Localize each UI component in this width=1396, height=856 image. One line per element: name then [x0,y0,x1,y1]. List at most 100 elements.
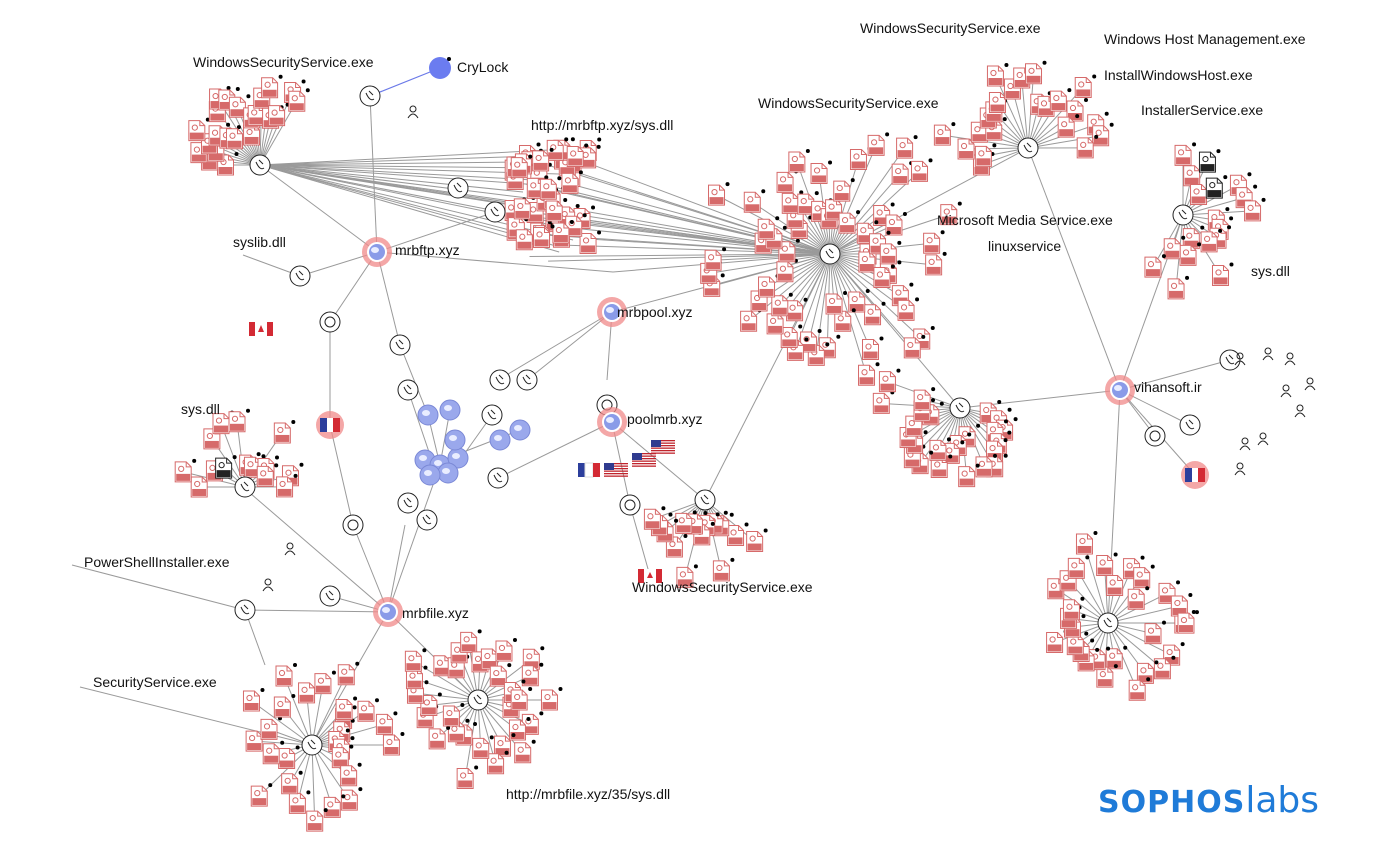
exe-file-icon[interactable] [1128,677,1151,701]
exe-file-icon[interactable] [878,368,901,393]
exe-file-icon[interactable] [712,557,735,582]
exe-file-icon[interactable] [930,454,953,478]
exe-file-icon[interactable] [335,696,358,720]
ico-file-icon[interactable] [1205,175,1228,199]
exe-file-icon[interactable] [565,213,587,237]
exe-file-icon[interactable] [323,794,346,818]
process-hub-icon[interactable] [447,177,469,199]
exe-file-icon[interactable] [891,161,914,185]
exe-file-icon[interactable] [897,297,920,321]
exe-file-icon[interactable] [533,224,555,248]
certificate-icon[interactable] [516,369,538,391]
exe-file-icon[interactable] [242,688,265,712]
zip-file-icon[interactable] [1167,275,1190,300]
france-flag-icon[interactable] [316,411,344,439]
exe-file-icon[interactable] [923,230,945,254]
zip-file-icon[interactable] [1211,262,1234,286]
exe-file-icon[interactable] [442,703,465,727]
process-hub-icon[interactable] [484,201,506,223]
domain-mrbftp[interactable] [362,237,392,267]
usa-flag-icon[interactable] [604,463,628,477]
exe-file-icon[interactable] [1075,530,1098,555]
exe-file-icon[interactable] [848,289,870,313]
ip-node-icon[interactable] [439,399,461,421]
exe-file-icon[interactable] [873,264,895,289]
exe-file-icon[interactable] [306,808,328,832]
exe-file-icon[interactable] [1153,655,1176,680]
zip-file-icon[interactable] [1144,254,1166,278]
zip-file-icon[interactable] [174,458,197,483]
exe-file-icon[interactable] [849,146,872,170]
ip-node-icon[interactable] [489,429,511,451]
exe-file-icon[interactable] [872,390,895,414]
exe-file-icon[interactable] [539,176,562,200]
exe-file-icon[interactable] [545,197,568,222]
exe-file-icon[interactable] [838,210,861,234]
domain-mrbpool[interactable] [597,297,627,327]
exe-file-icon[interactable] [929,437,951,461]
exe-file-icon[interactable] [514,739,536,764]
zip-file-icon[interactable] [228,408,251,433]
exe-file-icon[interactable] [940,201,962,226]
exe-file-icon[interactable] [1049,88,1072,112]
exe-file-icon[interactable] [896,135,918,159]
exe-file-icon[interactable] [521,662,544,687]
user-icon[interactable] [1257,432,1269,446]
exe-file-icon[interactable] [375,711,398,735]
exe-file-icon[interactable] [867,132,890,156]
exe-file-icon[interactable] [727,522,749,546]
exe-file-icon[interactable] [911,158,933,182]
exe-file-icon[interactable] [480,646,503,670]
exe-file-icon[interactable] [489,663,512,687]
user-icon[interactable] [1239,437,1251,451]
zip-file-icon[interactable] [1179,242,1202,266]
exe-file-icon[interactable] [858,362,880,386]
exe-file-icon[interactable] [552,220,574,244]
cycle-icon[interactable] [319,311,341,333]
exe-file-icon[interactable] [1096,552,1118,577]
user-icon[interactable] [262,578,274,592]
user-icon[interactable] [1284,352,1296,366]
exe-file-icon[interactable] [1105,645,1128,670]
exe-file-icon[interactable] [337,661,360,686]
user-icon[interactable] [407,105,419,119]
exe-file-icon[interactable] [404,648,427,672]
exe-file-icon[interactable] [974,143,997,167]
exe-file-icon[interactable] [913,387,936,411]
exe-file-icon[interactable] [540,687,563,711]
exe-file-icon[interactable] [420,692,442,716]
process-hub-icon[interactable] [949,397,971,419]
exe-file-icon[interactable] [382,732,405,756]
exe-file-icon[interactable] [340,787,363,811]
ip-node-icon[interactable] [437,462,459,484]
exe-file-icon[interactable] [786,297,808,322]
zip-file-icon[interactable] [1163,235,1186,260]
exe-file-icon[interactable] [788,148,810,173]
zip-file-icon[interactable] [273,419,296,444]
process-hub-icon[interactable] [694,489,716,511]
exe-file-icon[interactable] [472,735,494,759]
exe-file-icon[interactable] [487,750,509,775]
exe-file-icon[interactable] [780,324,803,348]
process-hub-icon[interactable] [1097,612,1119,634]
ip-node-icon[interactable] [447,447,469,469]
certificate-icon[interactable] [397,492,419,514]
zip-file-icon[interactable] [1200,228,1223,253]
certificate-icon[interactable] [489,369,511,391]
exe-file-icon[interactable] [942,440,965,464]
exe-file-icon[interactable] [340,762,362,787]
cycle-icon[interactable] [1144,425,1166,447]
exe-file-icon[interactable] [834,308,856,332]
certificate-icon[interactable] [481,404,503,426]
exe-file-icon[interactable] [561,170,583,194]
exe-file-icon[interactable] [460,629,482,653]
exe-file-icon[interactable] [513,195,536,220]
exe-file-icon[interactable] [825,290,848,315]
process-hub-icon[interactable] [249,154,271,176]
user-icon[interactable] [1294,404,1306,418]
domain-mrbfile[interactable] [373,597,403,627]
exe-file-icon[interactable] [357,698,379,722]
exe-file-icon[interactable] [510,154,533,179]
exe-file-icon[interactable] [495,637,517,662]
user-icon[interactable] [1262,347,1274,361]
